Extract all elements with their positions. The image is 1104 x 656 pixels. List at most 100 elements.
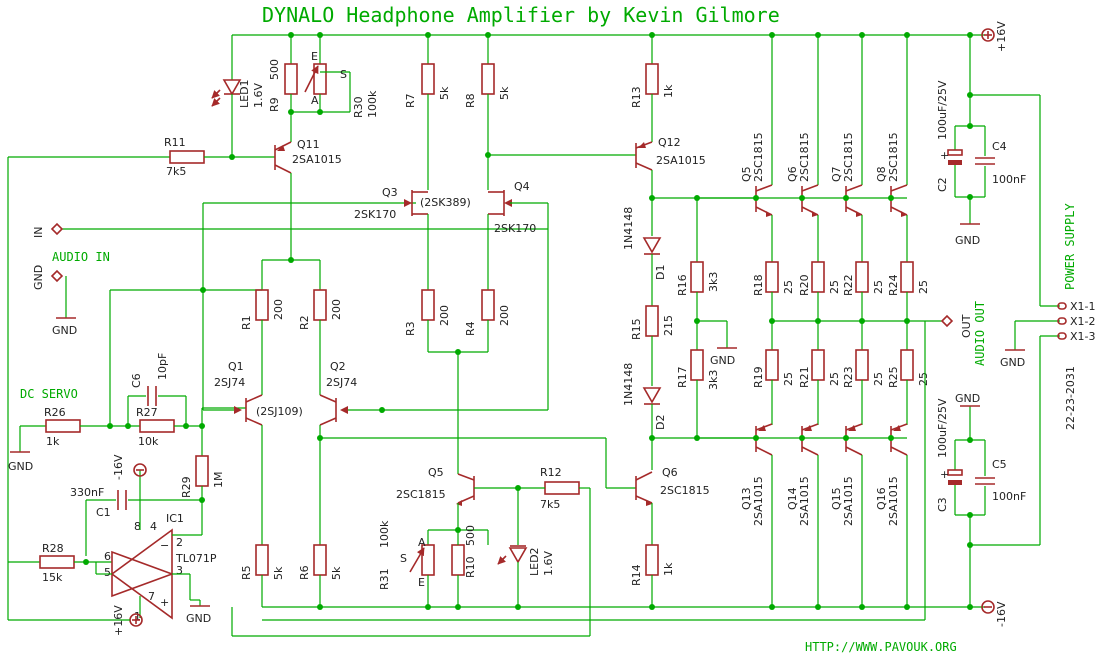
svg-text:R30: R30 — [352, 96, 365, 118]
ic1-type: TL071P — [175, 552, 217, 565]
r-ref: R19 — [752, 366, 765, 388]
svg-text:C5: C5 — [992, 458, 1007, 471]
dc-servo-label: DC SERVO — [20, 387, 78, 401]
input-section: R11 7k5 IN GND AUDIO IN GND DC SERVO GND… — [7, 136, 548, 636]
svg-text:S: S — [340, 68, 347, 81]
svg-text:Q6: Q6 — [662, 466, 678, 479]
svg-text:−: − — [160, 539, 169, 552]
svg-text:-16V: -16V — [112, 454, 125, 480]
svg-text:R16: R16 — [676, 274, 689, 296]
svg-text:Q2: Q2 — [330, 360, 346, 373]
svg-text:GND: GND — [186, 612, 211, 625]
svg-text:E: E — [418, 576, 425, 589]
svg-text:200: 200 — [498, 305, 511, 326]
svg-text:R4: R4 — [464, 321, 477, 336]
svg-text:R14: R14 — [630, 564, 643, 586]
r-ref: R18 — [752, 274, 765, 296]
svg-text:A: A — [311, 94, 319, 107]
svg-text:1k: 1k — [662, 84, 675, 98]
r-val: 25 — [917, 372, 930, 386]
r-val: 25 — [917, 280, 930, 294]
svg-text:R2: R2 — [298, 315, 311, 330]
svg-text:Q11: Q11 — [297, 138, 320, 151]
svg-text:R6: R6 — [298, 565, 311, 580]
q-ref: Q8 — [875, 166, 888, 182]
svg-text:3k3: 3k3 — [707, 272, 720, 292]
svg-text:R7: R7 — [404, 93, 417, 108]
svg-text:2SK170: 2SK170 — [494, 222, 536, 235]
svg-text:Q1: Q1 — [228, 360, 244, 373]
svg-text:E: E — [311, 50, 318, 63]
audio-out-label: AUDIO OUT — [973, 301, 987, 366]
svg-text:R1: R1 — [240, 315, 253, 330]
q-type: 2SA1015 — [752, 476, 765, 526]
svg-text:OUT: OUT — [960, 314, 973, 338]
pair-q3q4: (2SK389) — [420, 196, 471, 209]
svg-text:7: 7 — [148, 590, 155, 603]
r-ref: R21 — [798, 366, 811, 388]
svg-text:7k5: 7k5 — [540, 498, 560, 511]
svg-text:5k: 5k — [272, 566, 285, 580]
r-val: 25 — [782, 372, 795, 386]
svg-text:5k: 5k — [438, 86, 451, 100]
q11-ccs: LED1 1.6V R9 500 E S A R30 100k Q11 2SA1… — [211, 32, 379, 263]
svg-text:IN: IN — [32, 227, 45, 238]
q-ref: Q7 — [830, 166, 843, 182]
svg-text:R15: R15 — [630, 318, 643, 340]
svg-text:500: 500 — [268, 59, 281, 80]
r-val: 25 — [782, 280, 795, 294]
q-ref: Q5 — [740, 166, 753, 182]
svg-text:R27: R27 — [136, 406, 158, 419]
r-val: 25 — [872, 280, 885, 294]
power-supply-label: POWER SUPPLY — [1063, 203, 1077, 290]
svg-text:+: + — [160, 596, 169, 609]
svg-text:C1: C1 — [96, 506, 111, 519]
svg-text:Q12: Q12 — [658, 136, 681, 149]
svg-text:C3: C3 — [936, 497, 949, 512]
q-ref: Q13 — [740, 487, 753, 510]
svg-text:C4: C4 — [992, 140, 1007, 153]
q-type: 2SC1815 — [752, 132, 765, 182]
svg-text:5: 5 — [104, 566, 111, 579]
input-pair: R1 200 R2 200 Q1 2SJ74 Q2 2SJ74 (2SJ109)… — [200, 202, 636, 610]
svg-text:4: 4 — [150, 520, 157, 533]
svg-text:215: 215 — [662, 315, 675, 336]
r11-val: 7k5 — [166, 165, 186, 178]
svg-text:2SC1815: 2SC1815 — [660, 484, 710, 497]
q-type: 2SC1815 — [798, 132, 811, 182]
svg-text:Q4: Q4 — [514, 180, 530, 193]
audio-in-label: AUDIO IN — [52, 250, 110, 264]
driver-stage: R13 1k Q12 2SA1015 1N4148 D1 R15 215 1N4… — [622, 32, 756, 610]
svg-text:GND: GND — [1000, 356, 1025, 369]
svg-text:+: + — [940, 149, 949, 162]
svg-text:X1-3: X1-3 — [1070, 330, 1096, 343]
svg-text:8: 8 — [134, 520, 141, 533]
svg-text:1N4148: 1N4148 — [622, 363, 635, 406]
svg-text:R9: R9 — [268, 97, 281, 112]
svg-text:5k: 5k — [330, 566, 343, 580]
svg-text:6: 6 — [104, 550, 111, 563]
svg-text:D1: D1 — [654, 265, 667, 280]
svg-text:330nF: 330nF — [70, 486, 104, 499]
svg-text:LED1: LED1 — [238, 79, 251, 108]
q-type: 2SA1015 — [842, 476, 855, 526]
q-ref: Q6 — [786, 166, 799, 182]
svg-text:1k: 1k — [662, 562, 675, 576]
r-val: 25 — [828, 280, 841, 294]
svg-text:R10: R10 — [464, 556, 477, 578]
svg-text:Q5: Q5 — [428, 466, 444, 479]
svg-text:100uF/25V: 100uF/25V — [936, 398, 949, 458]
part-number: 22-23-2031 — [1064, 366, 1077, 430]
audio-out: OUT AUDIO OUT — [262, 301, 987, 621]
svg-text:10pF: 10pF — [156, 353, 169, 380]
svg-text:C6: C6 — [130, 373, 143, 388]
svg-text:R8: R8 — [464, 93, 477, 108]
jfet-pair: R7 5k R8 5k Q3 2SK170 Q4 2SK170 (2SK389)… — [354, 32, 636, 474]
svg-text:GND: GND — [32, 265, 45, 290]
svg-text:2: 2 — [176, 536, 183, 549]
svg-text:1N4148: 1N4148 — [622, 207, 635, 250]
q-type: 2SC1815 — [842, 132, 855, 182]
pair-q1q2: (2SJ109) — [256, 405, 303, 418]
svg-text:R13: R13 — [630, 86, 643, 108]
